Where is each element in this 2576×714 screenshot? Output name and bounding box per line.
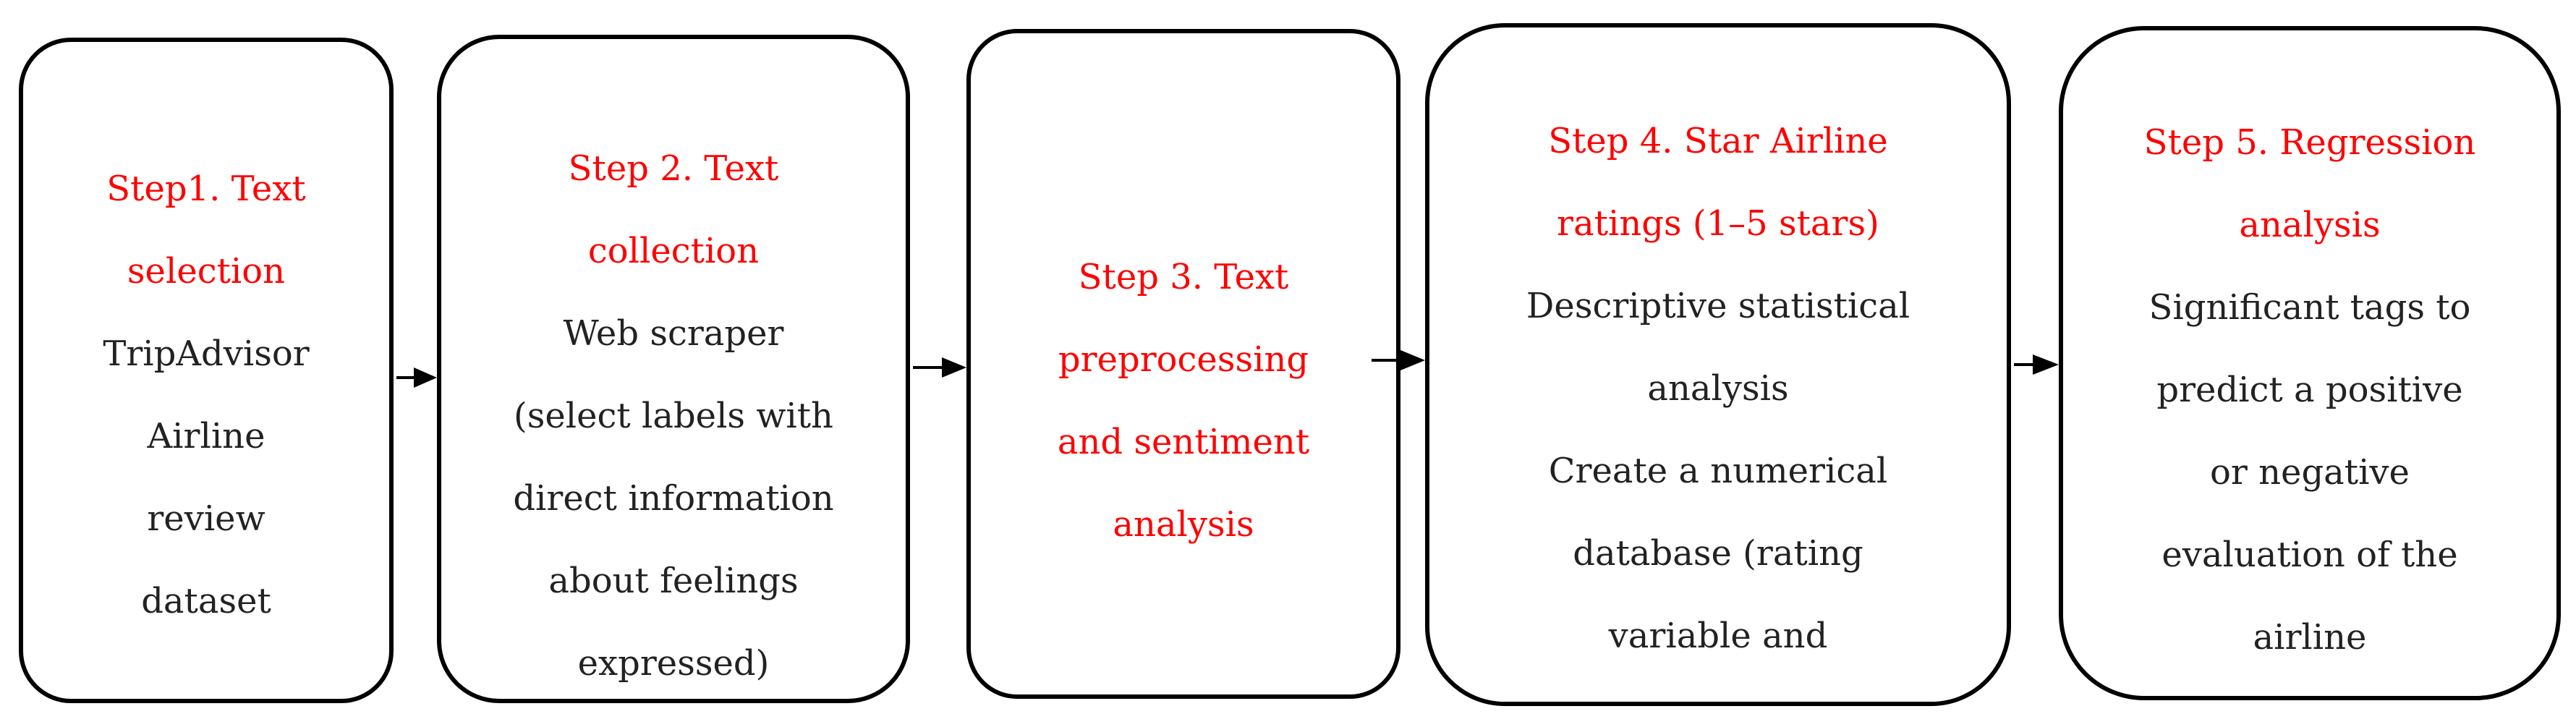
step-1-title: Step1. Text selection [106, 148, 305, 313]
step-5-body: Significant tags to predict a positive o… [2149, 266, 2471, 679]
step-4-body-line: Descriptive statistical [1526, 286, 1910, 326]
step-4-title-line: ratings (1–5 stars) [1557, 203, 1879, 244]
step-1-title-line: Step1. Text [106, 169, 306, 209]
step-3-title-line: Step 3. Text [1078, 257, 1289, 297]
step-4-body-line: database (rating [1573, 533, 1863, 574]
step-1-title-line: selection [127, 251, 286, 292]
step-5-title-line: Step 5. Regression [2143, 122, 2476, 163]
step-3-title-line: and sentiment [1057, 422, 1310, 462]
step-2-body: Web scraper (select labels with direct i… [513, 292, 833, 705]
step-4-box: Step 4. Star Airline ratings (1–5 stars)… [1425, 23, 2011, 706]
step-1-box: Step1. Text selection TripAdvisor Airlin… [19, 38, 394, 703]
step-1-body-line: TripAdvisor [103, 333, 310, 374]
step-3-title-line: preprocessing [1058, 339, 1309, 380]
step-4-title: Step 4. Star Airline ratings (1–5 stars) [1548, 100, 1888, 265]
step-5-body-line: predict a positive [2156, 370, 2463, 410]
step-1-body: TripAdvisor Airline review dataset [103, 313, 309, 642]
step-5-box: Step 5. Regression analysis Significant … [2059, 26, 2561, 700]
step-5-title: Step 5. Regression analysis [2144, 101, 2476, 266]
step-4-body: Descriptive statistical analysis Create … [1526, 265, 1910, 677]
step-1-body-line: review [147, 498, 265, 539]
step-5-body-line: Significant tags to [2148, 287, 2471, 328]
step-2-title: Step 2. Text collection [569, 127, 779, 292]
arrow-step4-to-step5 [2014, 354, 2059, 375]
step-2-body-line: (select labels with [514, 396, 833, 436]
step-3-title-line: analysis [1113, 504, 1254, 545]
arrow-step1-to-step2 [396, 367, 437, 388]
step-4-body-line: analysis [1647, 368, 1789, 409]
step-2-title-line: Step 2. Text [568, 148, 779, 189]
step-2-title-line: collection [587, 231, 760, 271]
step-5-body-line: airline [2253, 617, 2367, 658]
step-2-body-line: direct information [513, 478, 834, 519]
step-5-body-line: evaluation of the [2161, 535, 2458, 575]
arrow-step3-to-step4 [1372, 350, 1425, 370]
step-1-body-line: Airline [147, 416, 265, 456]
step-3-title: Step 3. Text preprocessing and sentiment… [1058, 236, 1309, 566]
step-2-body-line: Web scraper [563, 313, 784, 354]
step-2-body-line: expressed) [577, 643, 770, 684]
step-3-box: Step 3. Text preprocessing and sentiment… [966, 29, 1400, 699]
step-5-title-line: analysis [2239, 205, 2381, 245]
arrow-step2-to-step3 [913, 357, 966, 378]
step-4-title-line: Step 4. Star Airline [1548, 121, 1888, 161]
step-1-body-line: dataset [141, 581, 271, 621]
step-4-body-line: Create a numerical [1548, 451, 1888, 491]
step-2-body-line: about feelings [548, 561, 799, 601]
step-5-body-line: or negative [2210, 452, 2410, 493]
step-4-body-line: variable and [1608, 616, 1828, 656]
step-2-box: Step 2. Text collection Web scraper (sel… [437, 35, 910, 703]
